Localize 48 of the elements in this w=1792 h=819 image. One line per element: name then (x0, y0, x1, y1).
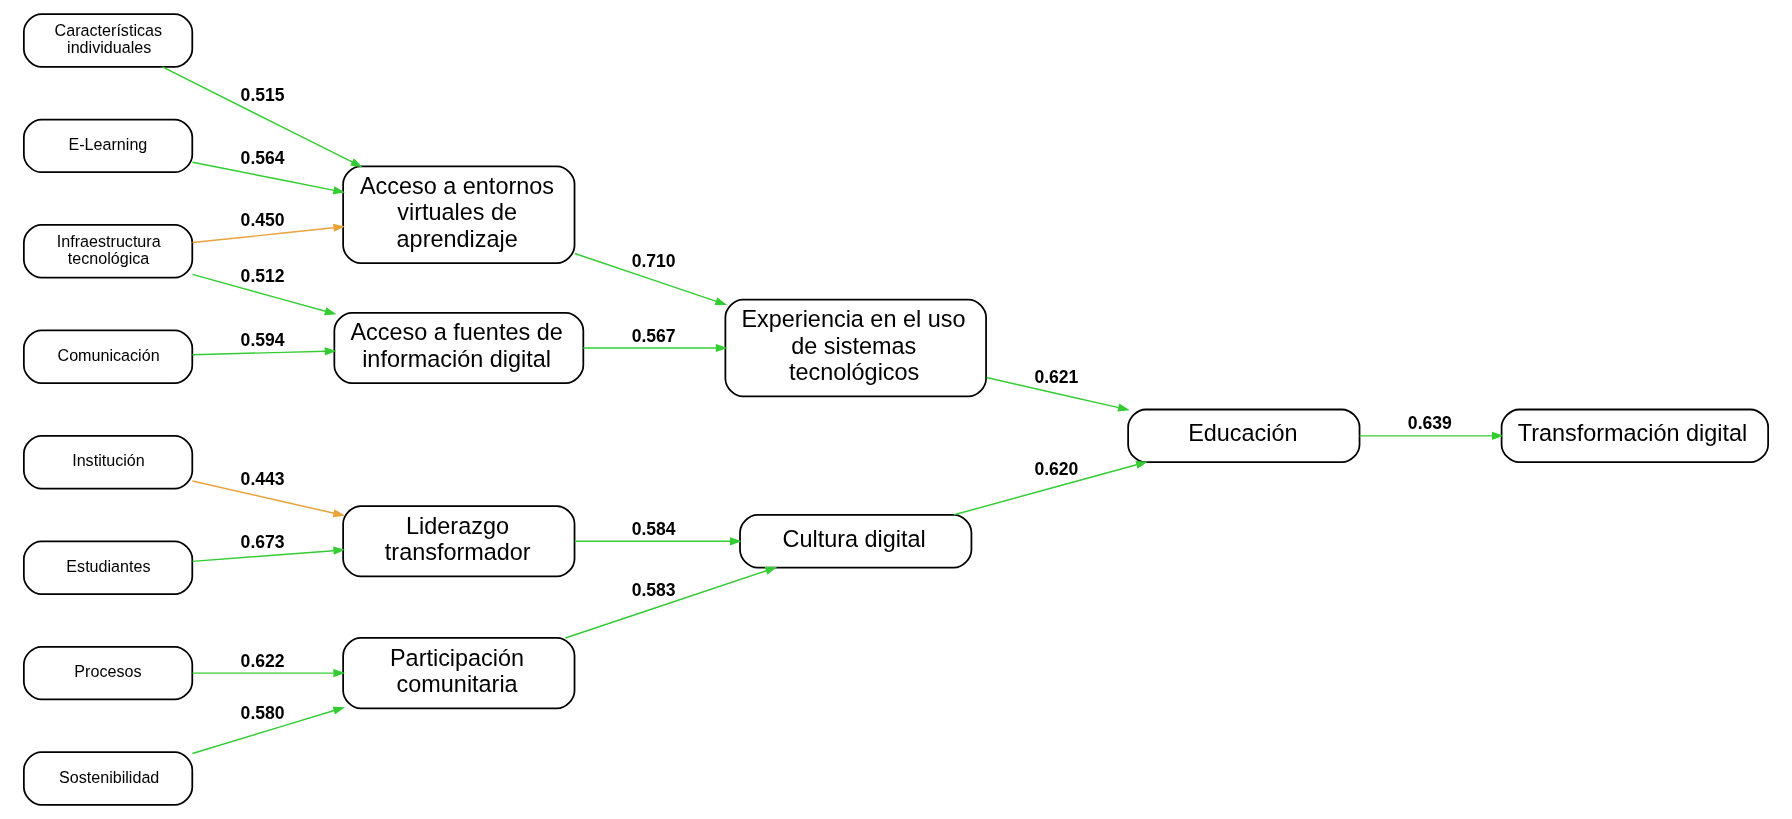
arrow (191, 223, 346, 244)
arrow (985, 376, 1130, 412)
node-box: Acceso a fuentes de información digital (333, 311, 585, 384)
arrow (191, 546, 346, 563)
node-box: Procesos (23, 645, 194, 701)
arrow (574, 537, 742, 546)
arrow (564, 566, 778, 639)
node-box: Educación (1127, 408, 1361, 464)
node-box: Liderazgo transformador (342, 505, 576, 578)
edge-label: 0.673 (240, 532, 285, 553)
arrow (191, 161, 346, 195)
node-box: Transformación digital (1500, 408, 1770, 464)
node-box: Acceso a entornos virtuales de aprendizaje (342, 165, 576, 264)
node-box: Cultura digital (739, 514, 973, 569)
edge-label: 0.583 (631, 580, 676, 601)
node-box: Experiencia en el uso de sistemas tecnológicos (724, 298, 987, 398)
edge-label: 0.622 (240, 650, 285, 671)
node-box: Estudiantes (23, 540, 194, 595)
arrow (191, 273, 337, 316)
edge-label: 0.580 (240, 703, 285, 724)
node-box: Sostenibilidad (23, 751, 194, 806)
edge-label: 0.620 (1034, 458, 1079, 479)
node-box: E-Learning (23, 118, 194, 174)
edge-label: 0.443 (240, 469, 285, 490)
edge-label: 0.564 (240, 148, 285, 169)
edge-label: 0.594 (240, 329, 285, 350)
edge-label: 0.710 (631, 250, 676, 271)
arrow (191, 669, 346, 678)
node-box: Participación comunitaria (342, 637, 576, 710)
arrow (953, 460, 1148, 516)
edge-label: 0.621 (1034, 366, 1079, 387)
arrow (574, 252, 728, 306)
edge-label: 0.515 (240, 85, 285, 106)
arrow (1358, 431, 1504, 440)
arrow (582, 343, 728, 353)
node-box: Comunicación (23, 329, 194, 384)
edge-label: 0.584 (631, 518, 676, 539)
node-box: Institución (23, 435, 194, 490)
node-box: Características individuales (23, 13, 194, 68)
arrow (191, 347, 337, 356)
arrow (161, 66, 363, 168)
edge-label: 0.512 (240, 265, 285, 286)
node-box: Infraestructura tecnológica (23, 224, 194, 279)
edge-label: 0.450 (240, 209, 285, 230)
arrow (191, 480, 346, 518)
edge-label: 0.639 (1407, 413, 1452, 434)
arrow (191, 706, 345, 755)
edge-label: 0.567 (631, 325, 676, 346)
